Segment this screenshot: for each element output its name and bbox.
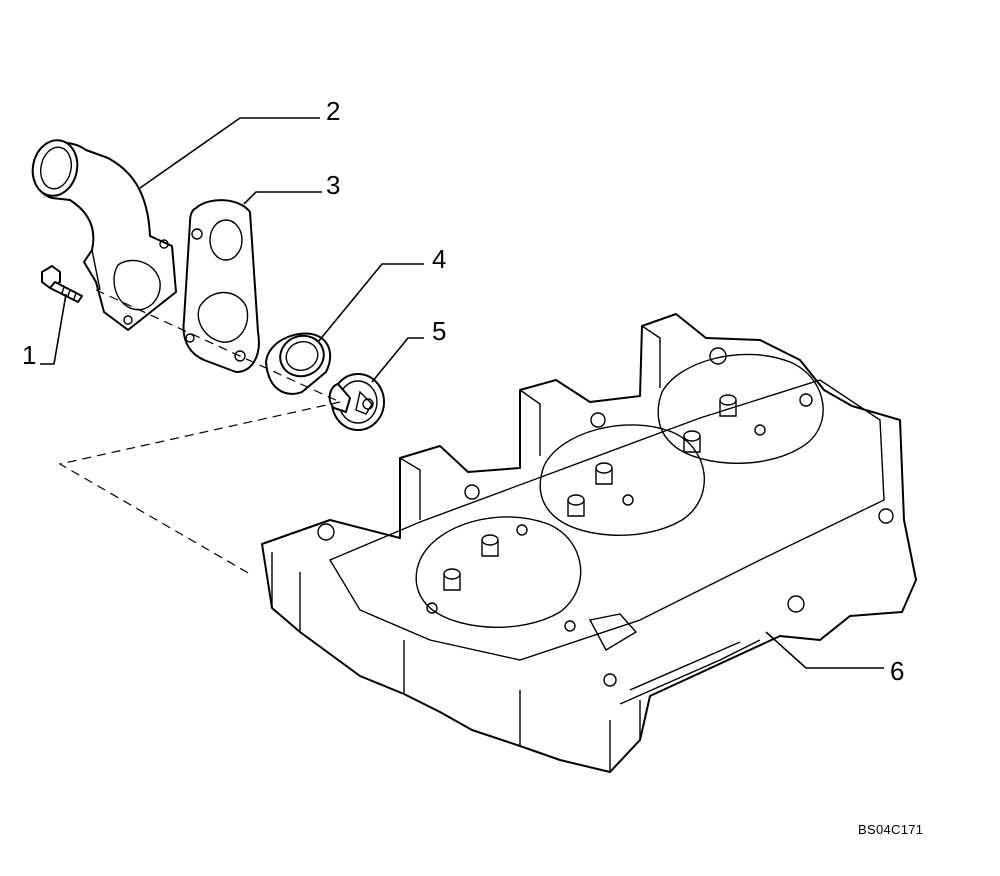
- cylinder-head: [261, 313, 917, 773]
- leader-1: [40, 293, 67, 365]
- gasket: [182, 199, 260, 373]
- leader-6: [765, 631, 884, 669]
- leader-3: [243, 191, 322, 205]
- thermostat: [328, 373, 385, 431]
- leader-lines: [40, 117, 884, 669]
- callout-number-4: 4: [432, 244, 446, 274]
- leader-5: [371, 337, 424, 383]
- callout-number-3: 3: [326, 170, 340, 200]
- leader-4: [317, 263, 424, 343]
- leader-2: [139, 117, 320, 189]
- callout-number-2: 2: [326, 96, 340, 126]
- sealing-ring: [265, 332, 332, 395]
- reference-code: BS04C171: [858, 822, 924, 837]
- callout-number-5: 5: [432, 316, 446, 346]
- bolt: [41, 265, 83, 303]
- callout-number-1: 1: [22, 340, 36, 370]
- outlet-elbow-housing: [31, 139, 177, 331]
- assembly-line: [58, 289, 341, 575]
- callout-number-6: 6: [890, 656, 904, 686]
